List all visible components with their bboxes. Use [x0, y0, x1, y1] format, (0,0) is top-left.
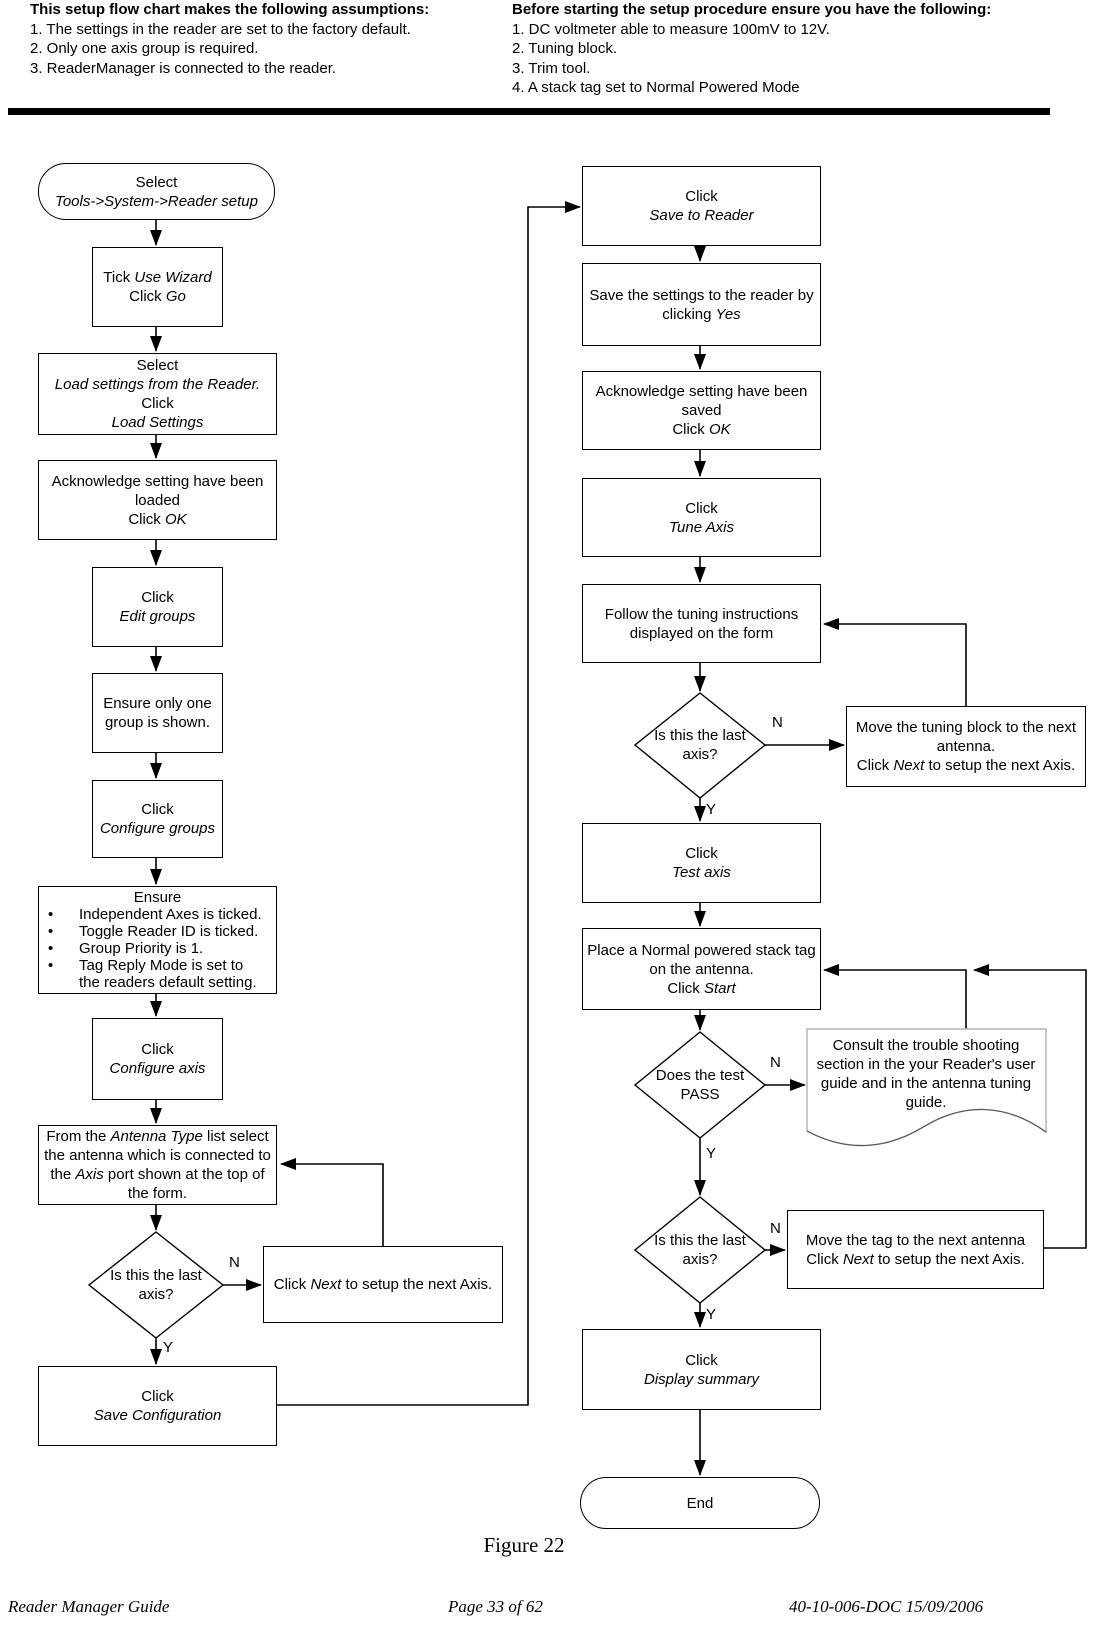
node-end-terminator: End	[580, 1477, 820, 1529]
prerequisites-title: Before starting the setup procedure ensu…	[512, 1, 992, 18]
node-display-summary: Click Display summary	[582, 1329, 821, 1410]
bullet-icon: •	[48, 923, 54, 940]
prerequisites-header: Before starting the setup procedure ensu…	[512, 0, 1072, 98]
node-edit-groups: Click Edit groups	[92, 567, 223, 647]
assumption-item: 2. Only one axis group is required.	[30, 40, 259, 57]
node-tune-axis: Click Tune Axis	[582, 478, 821, 557]
node-configure-axis: Click Configure axis	[92, 1018, 223, 1100]
node-load-settings: Select Load settings from the Reader. Cl…	[38, 353, 277, 435]
diamond-test-pass	[633, 1031, 767, 1139]
diamond-last-axis-3	[633, 1196, 767, 1304]
branch-label-no: N	[770, 1220, 781, 1237]
checklist-item: •Independent Axes is ticked.	[39, 906, 276, 923]
assumption-item: 1. The settings in the reader are set to…	[30, 20, 411, 38]
decision-diamonds	[87, 692, 767, 1339]
prerequisite-item: 2. Tuning block.	[512, 40, 618, 57]
decision-last-axis-2-text: Is this the last axis?	[654, 727, 746, 763]
diamond-last-axis-2	[633, 692, 767, 799]
node-ensure-checklist: Ensure •Independent Axes is ticked. •Tog…	[38, 886, 277, 994]
decision-last-axis-3-text: Is this the last axis?	[654, 1232, 746, 1268]
decision-last-axis-1-text: Is this the last axis?	[110, 1267, 202, 1303]
node-consult-troubleshooting: Consult the trouble shooting section in …	[816, 1037, 1036, 1111]
document-shape-wave	[806, 1108, 1047, 1147]
checklist-item-continuation: the readers default setting.	[79, 974, 257, 991]
bullet-icon: •	[48, 957, 54, 974]
bullet-icon: •	[48, 940, 54, 957]
branch-label-yes: Y	[706, 1306, 717, 1323]
branch-label-no: N	[772, 714, 783, 731]
node-move-tag-next-antenna: Move the tag to the next antenna Click N…	[787, 1210, 1044, 1289]
footer-doc-id: 40-10-006-DOC 15/09/2006	[789, 1597, 984, 1616]
node-move-tuning-block: Move the tuning block to the next antenn…	[846, 706, 1086, 787]
node-tick-use-wizard: Tick Use Wizard Click Go	[92, 247, 223, 327]
prerequisite-item: 3. Trim tool.	[512, 59, 591, 77]
node-click-next-axis: Click Next to setup the next Axis.	[263, 1246, 503, 1323]
node-start-terminator: Select Tools->System->Reader setup	[38, 163, 275, 220]
footer-doc-title: Reader Manager Guide	[8, 1597, 170, 1616]
bullet-icon: •	[48, 906, 54, 923]
node-ack-settings-loaded: Acknowledge setting have been loaded Cli…	[38, 460, 277, 540]
node-save-to-reader: Click Save to Reader	[582, 166, 821, 246]
node-save-settings-yes: Save the settings to the reader by click…	[582, 263, 821, 346]
node-place-stack-tag: Place a Normal powered stack tag on the …	[582, 928, 821, 1010]
branch-label-no: N	[229, 1254, 240, 1271]
node-follow-tuning-instructions: Follow the tuning instructions displayed…	[582, 584, 821, 663]
figure-caption: Figure 22	[483, 1533, 565, 1557]
branch-label-no: N	[770, 1054, 781, 1071]
checklist-item: •Toggle Reader ID is ticked.	[39, 923, 276, 940]
connector-arrows	[150, 201, 1087, 1476]
prerequisite-item: 4. A stack tag set to Normal Powered Mod…	[512, 79, 800, 96]
branch-label-yes: Y	[706, 801, 717, 818]
diamond-last-axis-1	[87, 1231, 225, 1339]
node-test-axis: Click Test axis	[582, 823, 821, 903]
node-ack-settings-saved: Acknowledge setting have been saved Clic…	[582, 371, 821, 450]
prerequisite-item: 1. DC voltmeter able to measure 100mV to…	[512, 20, 830, 38]
branch-label-yes: Y	[163, 1339, 174, 1356]
branch-label-yes: Y	[706, 1145, 717, 1162]
footer-page-number: Page 33 of 62	[448, 1597, 543, 1616]
assumption-item: 3. ReaderManager is connected to the rea…	[30, 59, 337, 77]
node-configure-groups: Click Configure groups	[92, 780, 223, 858]
section-divider	[8, 108, 1050, 115]
checklist-item: •Group Priority is 1.	[39, 940, 276, 957]
assumptions-title: This setup flow chart makes the followin…	[30, 1, 430, 18]
node-antenna-type-select: From the Antenna Type list select the an…	[38, 1125, 277, 1205]
node-one-group-shown: Ensure only one group is shown.	[92, 673, 223, 753]
assumptions-header: This setup flow chart makes the followin…	[30, 0, 500, 78]
decision-test-pass-text: Does the test PASS	[655, 1067, 745, 1103]
checklist-item: •Tag Reply Mode is set to	[39, 957, 276, 974]
node-save-configuration: Click Save Configuration	[38, 1366, 277, 1446]
